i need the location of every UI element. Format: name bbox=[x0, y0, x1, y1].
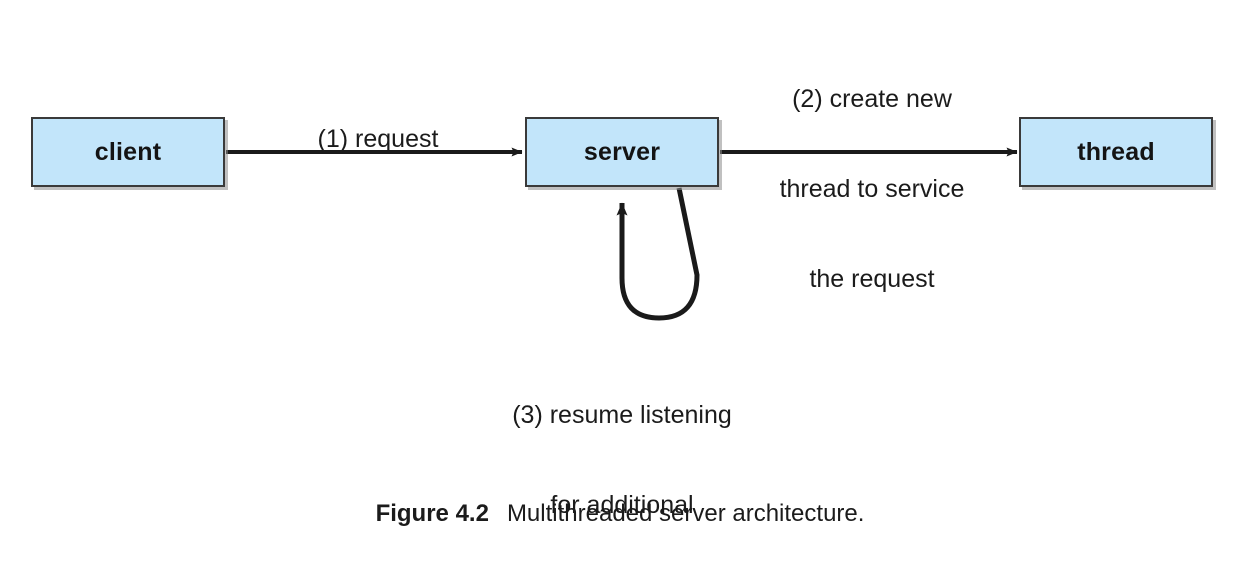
arrow-server-self-loop bbox=[616, 187, 700, 321]
node-thread: thread bbox=[1019, 117, 1213, 187]
step-1-label: (1) request bbox=[228, 64, 528, 214]
step-3-label: (3) resume listening for additional clie… bbox=[472, 340, 772, 570]
step-2-label: (2) create new thread to service the req… bbox=[722, 24, 1022, 354]
step-2-line-3: the request bbox=[809, 265, 935, 293]
step-1-line-1: (1) request bbox=[317, 125, 439, 153]
node-thread-label: thread bbox=[1077, 137, 1155, 166]
node-client: client bbox=[31, 117, 225, 187]
figure-caption-text: Multithreaded server architecture. bbox=[506, 500, 865, 527]
figure-caption: Figure 4.2 Multithreaded server architect… bbox=[0, 500, 1240, 528]
node-server-label: server bbox=[583, 137, 661, 166]
figure-caption-number: Figure 4.2 bbox=[375, 500, 489, 527]
node-server: server bbox=[525, 117, 719, 187]
step-2-line-1: (2) create new bbox=[792, 85, 952, 113]
step-3-line-2: for additional bbox=[550, 491, 694, 519]
node-client-label: client bbox=[94, 137, 162, 166]
step-2-line-2: thread to service bbox=[779, 175, 965, 203]
step-3-line-1: (3) resume listening bbox=[512, 401, 732, 429]
